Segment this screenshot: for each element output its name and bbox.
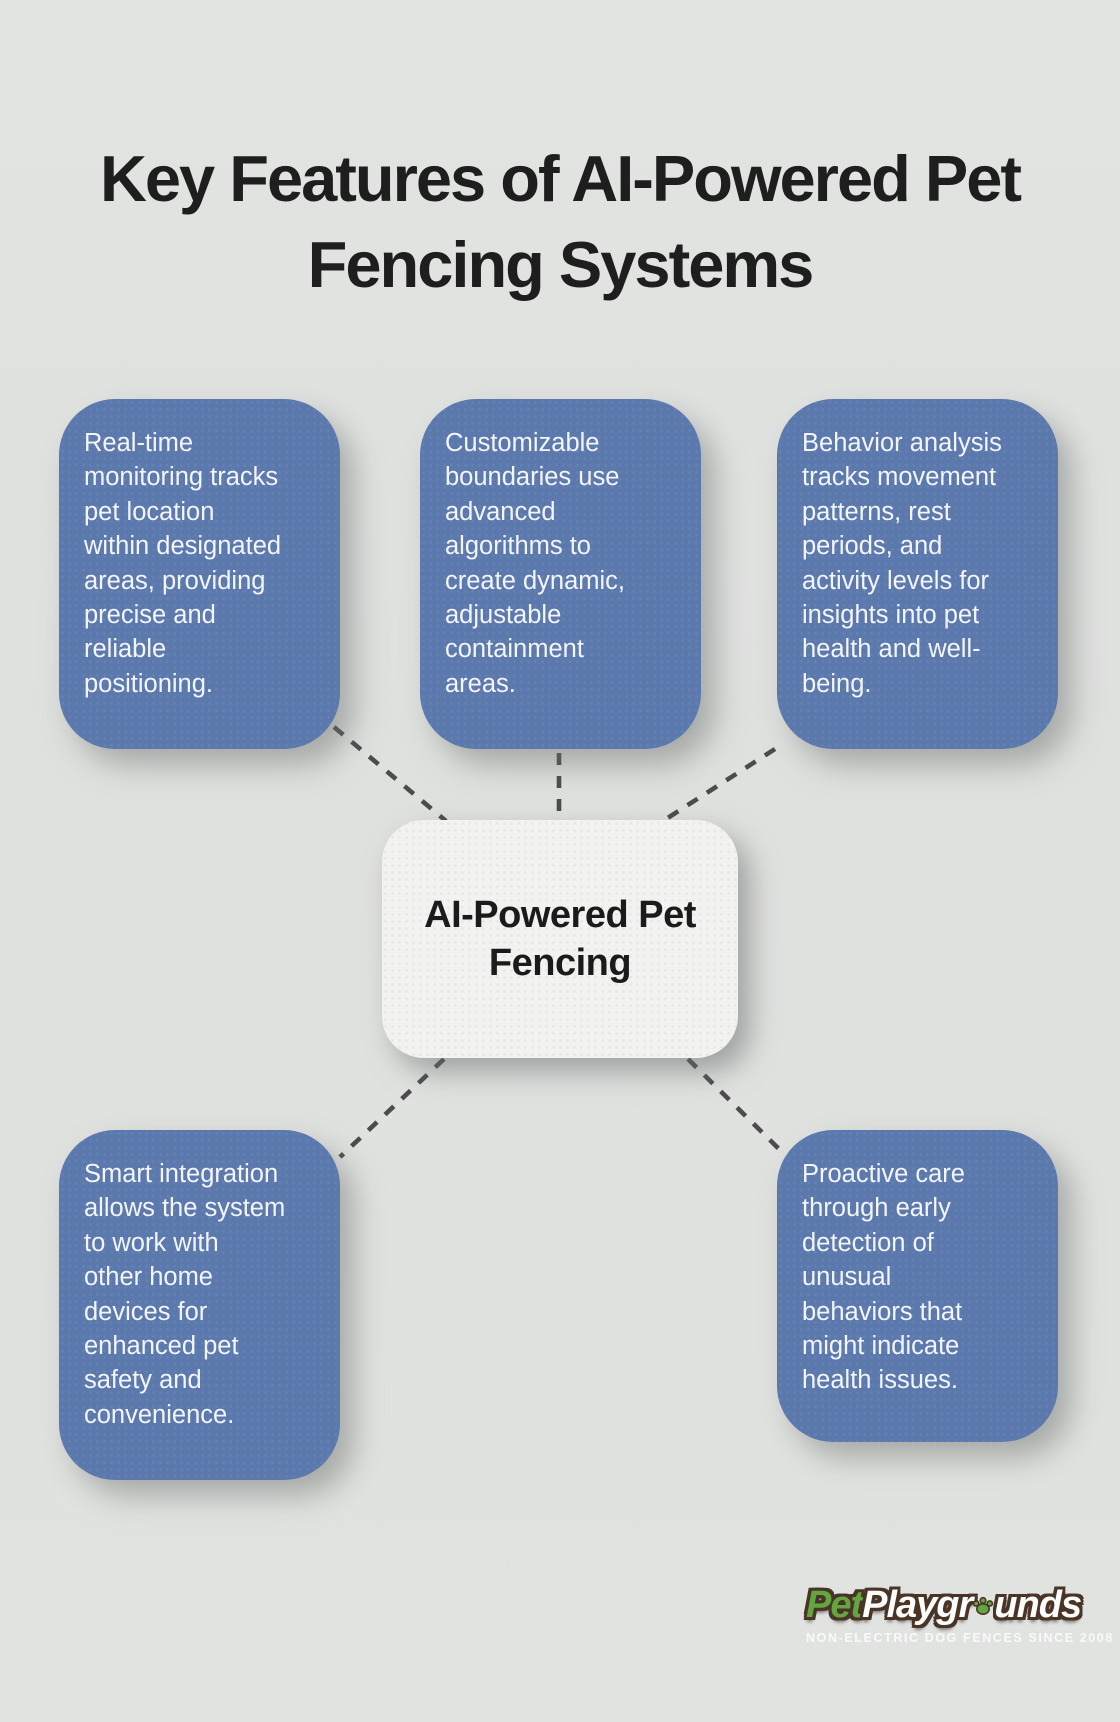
brand-wordmark: PetPlaygr unds [806,1584,1082,1627]
text-line: detection of [802,1228,934,1257]
text-line: behaviors that [802,1297,963,1326]
text-line: algorithms to [445,532,591,561]
brand-playgrounds-suffix: unds [994,1584,1082,1626]
text-line: unusual [802,1263,892,1292]
text-line: positioning. [84,669,214,698]
text-line: devices for [84,1297,208,1326]
text-line: safety and [84,1366,202,1395]
text-line: within designated [84,532,282,561]
text-line: AI-Powered Pet [424,894,696,936]
brand-playgrounds-prefix: Playgr [862,1584,973,1626]
text-line: areas. [445,669,516,698]
text-line: Proactive care [802,1160,965,1188]
text-line: activity levels for [802,566,990,595]
text-line: through early [802,1194,951,1223]
text-line: monitoring tracks [84,463,279,492]
text-line: convenience. [84,1400,235,1429]
text-line: enhanced pet [84,1332,239,1361]
text-line: Fencing [488,942,632,984]
text-line: Behavior analysis [802,429,1002,457]
text-line: health issues. [802,1366,958,1395]
text-line: might indicate [802,1332,960,1361]
text-line: advanced [445,497,556,526]
text-line: insights into pet [802,601,980,630]
text-line: create dynamic, [445,566,625,595]
text-line: Fencing Systems [307,227,815,301]
text-line: allows the system [84,1194,286,1223]
feature-card-customizable-boundaries: Customizable boundaries use advanced algori… [420,399,701,749]
connector-line-top-right [661,747,777,823]
text-line: Smart integration [84,1160,279,1188]
connector-line-bottom-right [686,1057,781,1151]
text-line: areas, providing [84,566,266,595]
paw-icon [971,1584,995,1627]
feature-card-behavior-analysis: Behavior analysis tracks movement patterns… [777,399,1058,749]
text-line: to work with [84,1228,219,1257]
text-line: patterns, rest [802,497,951,526]
logo-tagline: NON-ELECTRIC DOG FENCES SINCE 2008 [806,1631,1114,1645]
brand-logo: PetPlaygr unds NON-ELECTRIC DOG FENCES SI… [806,1584,1114,1645]
feature-card-smart-integration: Smart integration allows the system to wor… [59,1130,340,1480]
connector-line-top-left [332,725,448,823]
text-line: precise and [84,601,216,630]
feature-card-real-time-monitoring: Real-time monitoring tracks pet location wi… [59,399,340,749]
text-line: tracks movement [802,463,997,492]
text-line: reliable [84,635,167,664]
connector-line-bottom-left [338,1057,446,1159]
text-line: Customizable [445,429,600,457]
text-line: periods, and [802,532,943,561]
brand-playgrounds-text: Playgr unds [862,1584,1082,1627]
text-line: health and well- [802,635,981,664]
text-line: pet location [84,497,215,526]
text-line: boundaries use [445,463,620,492]
brand-pet-text: Pet [806,1584,863,1626]
feature-card-proactive-care: Proactive care through early detection of u… [777,1130,1058,1442]
text-line: containment [445,635,584,664]
text-line: Real-time [84,429,194,457]
text-line: other home [84,1263,213,1292]
text-line: being. [802,669,872,698]
text-line: Key Features of AI-Powered Pet [99,141,1022,215]
text-line: adjustable [445,601,562,630]
